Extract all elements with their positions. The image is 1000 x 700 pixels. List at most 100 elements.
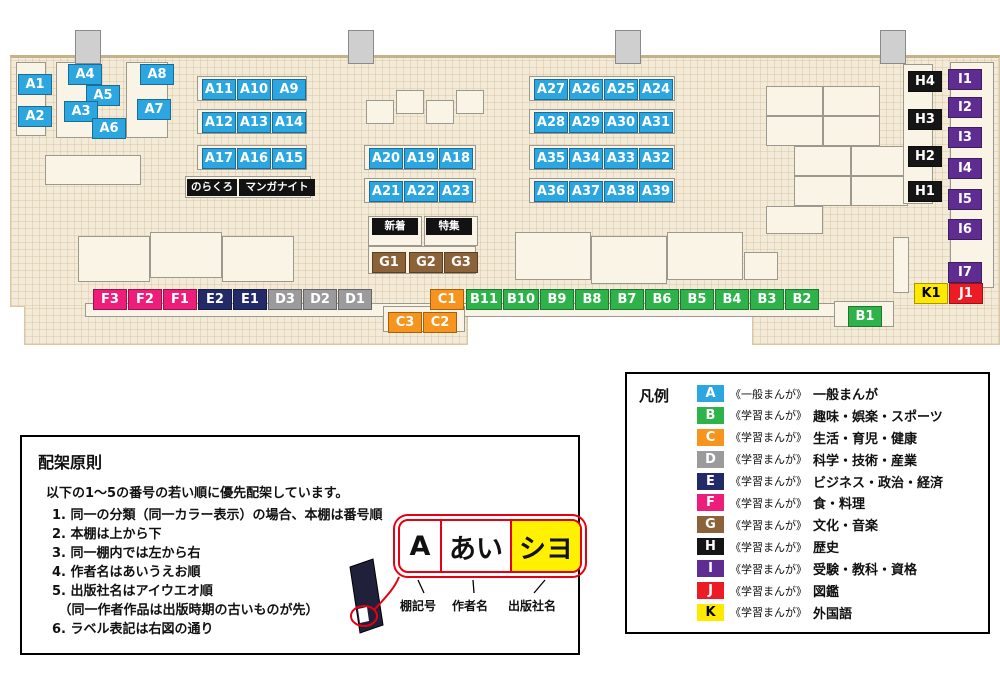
shelf-label-I3: I3 [948, 127, 982, 148]
pointer-line-shelf-code [417, 579, 425, 594]
shelf-unit [45, 155, 141, 185]
shelf-label-I6: I6 [948, 219, 982, 240]
rule-line: 1. 同一の分類（同一カラー表示）の場合、本棚は番号順 [52, 508, 383, 523]
shelf-label-A22: A22 [404, 181, 438, 202]
legend-prefix: 《学習まんが》 [730, 584, 807, 598]
shelf-label-I1: I1 [948, 69, 982, 90]
shelf-label-A21: A21 [369, 181, 403, 202]
shelf-label-A11: A11 [202, 79, 236, 100]
shelf-label-A36: A36 [534, 181, 568, 202]
legend-prefix: 《学習まんが》 [730, 518, 807, 532]
legend-item-D: D《学習まんが》科学・技術・産業 [697, 450, 976, 469]
shelf-label-D3: D3 [268, 289, 302, 310]
legend-chip-F: F [697, 494, 724, 512]
legend-chip-A: A [697, 385, 724, 402]
shelf-label-A5: A5 [86, 85, 120, 106]
legend-prefix: 《学習まんが》 [730, 540, 807, 554]
shelf-unit [78, 236, 150, 282]
shelf-label-B2: B2 [785, 289, 819, 310]
legend-chip-K: K [697, 603, 724, 621]
legend-item-C: C《学習まんが》生活・育児・健康 [697, 428, 976, 447]
legend-category-name: 歴史 [813, 541, 840, 557]
legend-item-H: H《学習まんが》歴史 [697, 537, 976, 556]
shelf-label-F1: F1 [163, 289, 197, 310]
shelf-label-I4: I4 [948, 158, 982, 179]
legend-category-name: 文化・音楽 [813, 519, 879, 535]
shelf-label-A15: A15 [272, 148, 306, 169]
map-tag: 特集 [426, 218, 472, 235]
pointer-line-publisher [533, 579, 546, 594]
legend-category-name: 趣味・娯楽・スポーツ [813, 409, 943, 425]
shelf-label-I7: I7 [948, 262, 982, 283]
shelf-unit [794, 176, 851, 206]
shelf-label-H1: H1 [908, 181, 942, 202]
legend-prefix: 《学習まんが》 [730, 496, 807, 510]
rule-line: 4. 作者名はあいうえお順 [52, 565, 201, 580]
shelf-label-A34: A34 [569, 148, 603, 169]
book-spine-label: A あい シヨ [393, 514, 587, 578]
shelf-label-A18: A18 [439, 148, 473, 169]
shelf-label-A23: A23 [439, 181, 473, 202]
legend-chip-G: G [697, 516, 724, 534]
legend-category-name: 図鑑 [813, 585, 840, 601]
rule-line: 3. 同一棚内では左から右 [52, 546, 201, 561]
legend-chip-E: E [697, 472, 724, 490]
shelf-label-A12: A12 [202, 112, 236, 133]
shelf-label-A19: A19 [404, 148, 438, 169]
shelf-label-G3: G3 [444, 252, 478, 273]
shelf-label-A28: A28 [534, 112, 568, 133]
pillar [348, 30, 374, 64]
shelf-label-G2: G2 [409, 252, 443, 273]
shelf-unit [744, 252, 778, 280]
shelf-unit [150, 232, 222, 278]
shelf-label-D1: D1 [338, 289, 372, 310]
map-tag: のらくろ [187, 179, 237, 196]
rule-line: 5. 出版社名はアイウエオ順 [52, 584, 213, 599]
legend-item-E: E《学習まんが》ビジネス・政治・経済 [697, 472, 976, 491]
shelf-unit [766, 116, 823, 146]
shelf-label-B4: B4 [715, 289, 749, 310]
shelf-label-A3: A3 [64, 101, 98, 122]
label-author-cell: あい [440, 521, 510, 571]
shelf-label-A16: A16 [237, 148, 271, 169]
legend-chip-C: C [697, 428, 724, 446]
shelf-label-A20: A20 [369, 148, 403, 169]
shelf-label-G1: G1 [372, 252, 406, 273]
shelf-label-A24: A24 [639, 79, 673, 100]
legend-item-G: G 《学習まんが》文化・音楽 [697, 515, 976, 534]
shelf-label-B10: B10 [503, 289, 539, 310]
legend-category-name: 外国語 [813, 606, 853, 622]
shelf-unit [456, 90, 484, 114]
shelf-label-A29: A29 [569, 112, 603, 133]
shelf-label-B3: B3 [750, 289, 784, 310]
shelf-label-A33: A33 [604, 148, 638, 169]
shelf-unit [851, 176, 908, 206]
shelf-unit [823, 86, 880, 116]
caption-author: 作者名 [452, 599, 489, 613]
legend-prefix: 《一般まんが》 [730, 387, 807, 401]
legend-prefix: 《学習まんが》 [730, 431, 807, 445]
shelf-label-A17: A17 [202, 148, 236, 169]
legend-category-name: 科学・技術・産業 [813, 453, 918, 469]
shelf-label-B5: B5 [680, 289, 714, 310]
shelf-label-J1: J1 [949, 283, 983, 304]
map-tag: 新着 [372, 218, 418, 235]
shelf-unit [893, 237, 909, 293]
shelf-label-C3: C3 [388, 312, 422, 333]
legend-prefix: 《学習まんが》 [730, 409, 807, 423]
shelf-label-A10: A10 [237, 79, 271, 100]
shelf-unit [794, 146, 851, 176]
shelf-label-E1: E1 [233, 289, 267, 310]
legend-category-name: ビジネス・政治・経済 [813, 475, 944, 491]
shelf-label-A26: A26 [569, 79, 603, 100]
shelf-unit [766, 86, 823, 116]
legend-item-F: F《学習まんが》食・料理 [697, 493, 976, 512]
shelf-label-A6: A6 [92, 118, 126, 139]
legend-category-name: 一般まんが [813, 388, 879, 403]
shelf-unit [667, 232, 743, 280]
legend-category-name: 受験・教科・資格 [813, 563, 918, 579]
shelf-unit [366, 100, 394, 124]
label-shelf-code-cell: A [409, 530, 431, 562]
